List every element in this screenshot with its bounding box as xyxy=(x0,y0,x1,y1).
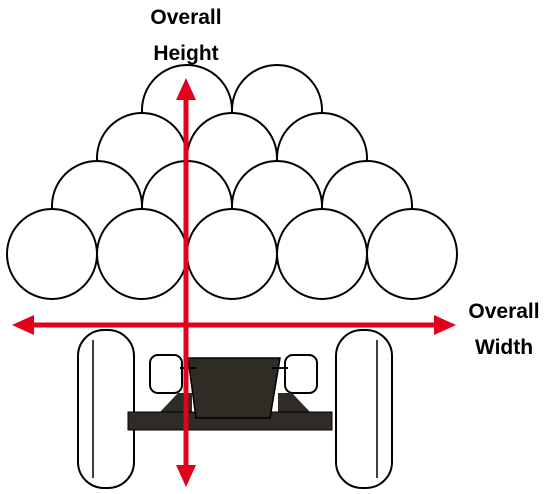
wheel-guards xyxy=(149,354,318,394)
bale-row4-4 xyxy=(276,208,368,300)
left-wheel xyxy=(77,329,135,489)
bale-row4-2 xyxy=(96,208,188,300)
bale-row4-1 xyxy=(6,208,98,300)
right-wheel xyxy=(335,329,393,489)
overall-width-label-line1: Overall xyxy=(468,300,539,323)
overall-width-arrow xyxy=(12,315,456,335)
bale-row4-3 xyxy=(186,208,278,300)
overall-height-arrow xyxy=(176,78,196,487)
overall-height-label-line2: Height xyxy=(153,42,218,65)
trailer-bed xyxy=(180,357,288,419)
overall-width-label-line2: Width xyxy=(475,336,533,359)
overall-height-label-line1: Overall xyxy=(150,6,221,29)
trailer-axle xyxy=(127,393,333,431)
bale-row4-5 xyxy=(366,208,458,300)
bales xyxy=(6,64,458,300)
